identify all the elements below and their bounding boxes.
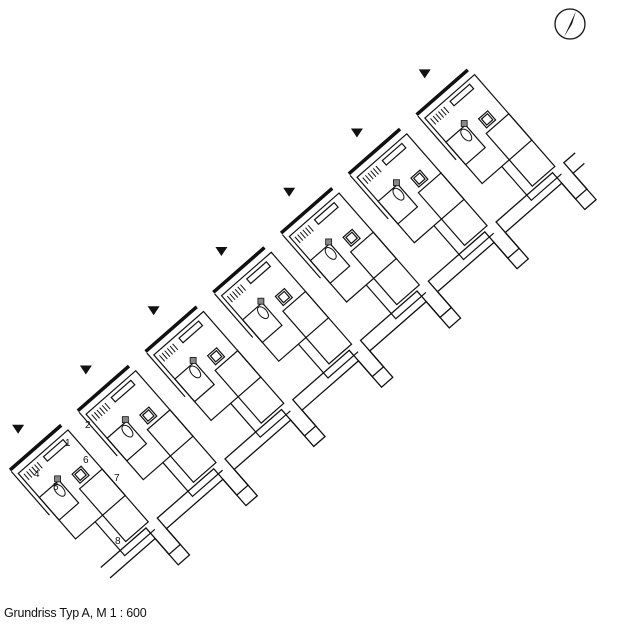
house-unit — [76, 364, 223, 498]
room-label-4: 4 — [34, 469, 40, 480]
room-labels: 1 2 4 5 6 7 8 — [34, 420, 121, 547]
plan-caption: Grundriss Typ A, M 1 : 600 — [4, 606, 147, 620]
north-arrow-icon — [554, 8, 586, 40]
entrance-marker-icon — [350, 128, 363, 138]
entrance-marker-icon — [79, 365, 92, 375]
room-label-1: 1 — [65, 438, 71, 449]
house-unit — [415, 68, 562, 202]
house-unit — [212, 246, 359, 379]
entrance-marker-icon — [215, 247, 228, 257]
entrance-marker-icon — [418, 69, 431, 79]
room-label-7: 7 — [114, 473, 120, 484]
room-label-5: 5 — [53, 482, 59, 493]
room-label-8: 8 — [115, 536, 121, 547]
house-unit — [144, 305, 291, 439]
room-label-2: 2 — [85, 420, 91, 431]
house-unit — [347, 127, 495, 261]
house-unit — [279, 187, 427, 320]
room-label-6: 6 — [83, 455, 89, 466]
entrance-marker-icon — [147, 306, 160, 316]
entrance-marker-icon — [283, 187, 296, 197]
entrance-marker-icon — [12, 424, 25, 434]
entrance-markers — [12, 69, 431, 434]
floor-plan-drawing: 1 2 4 5 6 7 8 — [8, 8, 598, 579]
house-unit — [8, 423, 156, 557]
house-units — [8, 68, 562, 557]
terrace-walkway — [100, 152, 598, 579]
